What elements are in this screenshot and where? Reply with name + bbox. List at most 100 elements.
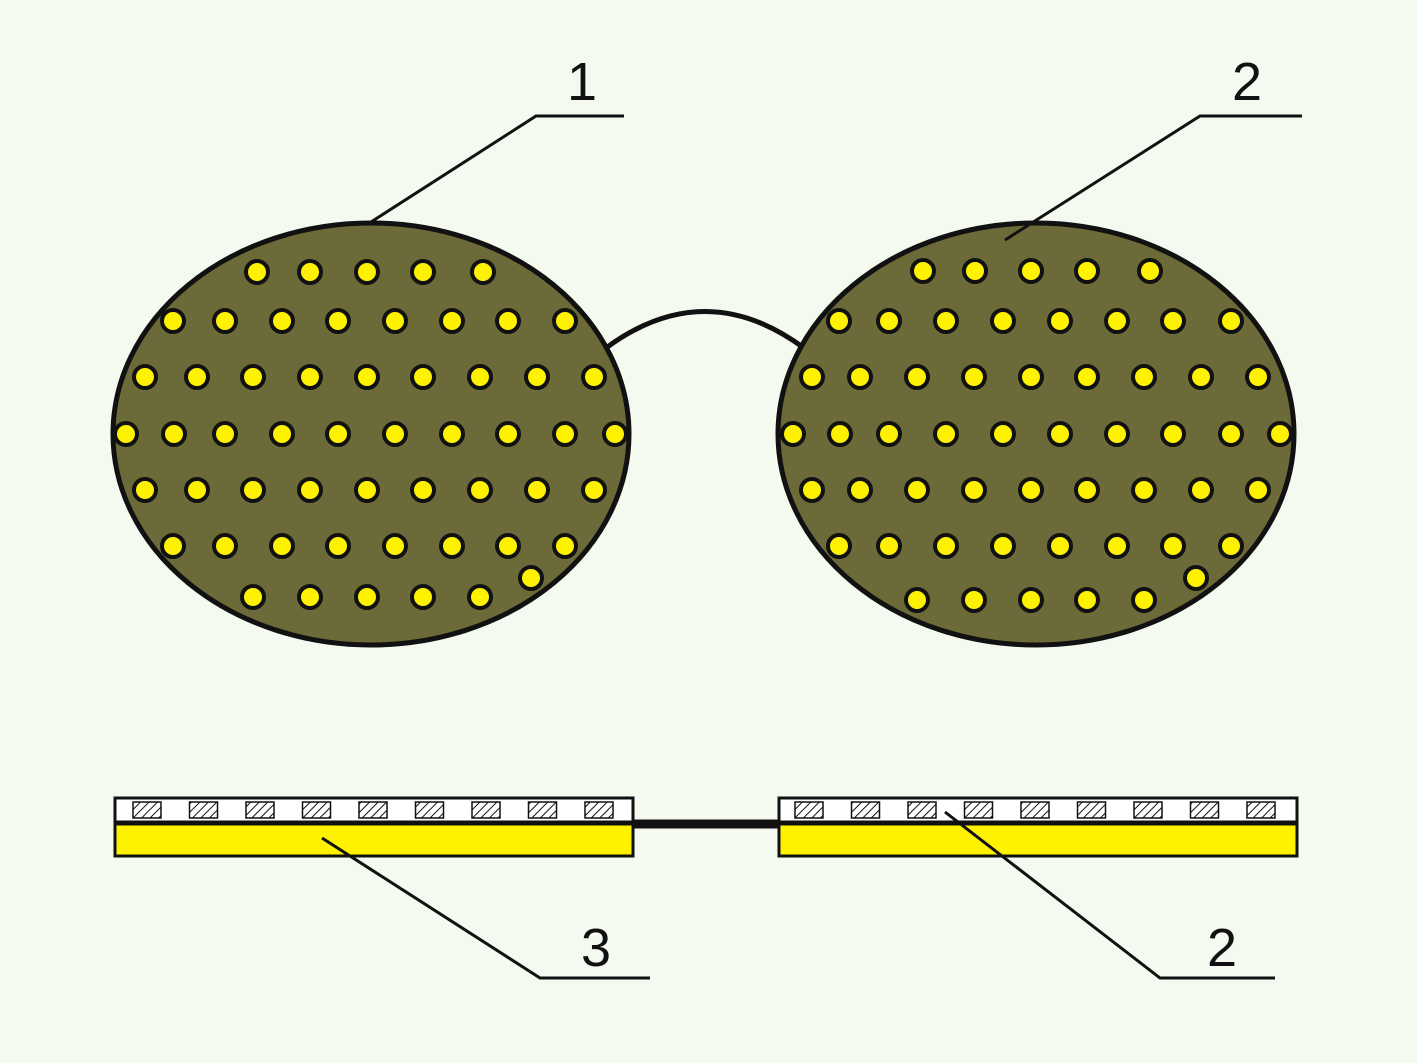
pinhole: [1018, 364, 1044, 390]
pinhole: [354, 259, 380, 285]
pinhole: [325, 308, 351, 334]
pinhole: [1218, 421, 1244, 447]
pinhole: [325, 421, 351, 447]
pinhole: [876, 533, 902, 559]
front-view: [110, 220, 1297, 648]
pinhole: [354, 364, 380, 390]
pinhole: [495, 421, 521, 447]
pinhole: [1160, 421, 1186, 447]
pinhole: [1074, 258, 1100, 284]
pinhole: [467, 584, 493, 610]
perforation: [1189, 801, 1220, 819]
pinhole: [1245, 477, 1271, 503]
pinhole: [876, 308, 902, 334]
pinhole: [212, 421, 238, 447]
pinhole: [354, 477, 380, 503]
pinhole: [1137, 258, 1163, 284]
nose-bridge: [604, 309, 806, 351]
perforation: [584, 801, 614, 819]
pinhole: [297, 364, 323, 390]
perforation: [1246, 801, 1276, 819]
callout-1: 1: [370, 52, 624, 224]
pinhole: [297, 584, 323, 610]
pinhole: [826, 533, 852, 559]
pinhole: [1267, 421, 1293, 447]
pinhole: [524, 477, 550, 503]
pinhole: [780, 421, 806, 447]
pinhole: [933, 421, 959, 447]
pinhole: [990, 421, 1016, 447]
left-plate-layer: [113, 822, 635, 858]
pinhole: [240, 364, 266, 390]
pinhole: [325, 533, 351, 559]
pinhole: [184, 364, 210, 390]
perforation: [1076, 801, 1107, 819]
perforation: [471, 801, 501, 819]
pinhole: [410, 477, 436, 503]
pinhole: [581, 477, 607, 503]
pinhole: [1047, 421, 1073, 447]
right-plate-layer: [777, 822, 1299, 858]
pinhole: [799, 477, 825, 503]
pinhole: [410, 259, 436, 285]
pinhole: [184, 477, 210, 503]
pinhole: [467, 477, 493, 503]
pinhole: [1131, 587, 1157, 613]
pinhole: [876, 421, 902, 447]
pinhole: [1245, 364, 1271, 390]
callout-3: 3: [321, 836, 650, 980]
perforation: [358, 801, 388, 819]
pinhole: [933, 308, 959, 334]
pinhole: [1018, 587, 1044, 613]
left-lens: [110, 220, 632, 648]
perforation: [245, 801, 275, 819]
pinhole: [132, 364, 158, 390]
pinhole: [382, 421, 408, 447]
pinhole: [552, 421, 578, 447]
right-film-perforations: [794, 801, 1276, 819]
callout-label: 2: [1207, 918, 1237, 978]
pinhole: [904, 477, 930, 503]
perforation: [794, 801, 824, 819]
pinhole: [269, 533, 295, 559]
pinhole: [961, 477, 987, 503]
pinhole: [244, 259, 270, 285]
pinhole: [602, 421, 628, 447]
pinhole: [933, 533, 959, 559]
pinhole: [826, 308, 852, 334]
pinhole: [1047, 533, 1073, 559]
leader-line: [321, 836, 650, 980]
pinhole: [1074, 587, 1100, 613]
pinhole: [161, 421, 187, 447]
perforation: [414, 801, 445, 819]
pinhole: [269, 421, 295, 447]
callout-label: 1: [567, 52, 597, 112]
callout-label: 2: [1232, 52, 1262, 112]
pinhole: [439, 308, 465, 334]
pinhole: [1160, 308, 1186, 334]
perforation: [301, 801, 332, 819]
pinhole: [1183, 565, 1209, 591]
pinhole: [269, 308, 295, 334]
perforation: [1020, 801, 1050, 819]
pinhole: [910, 258, 936, 284]
pinhole: [439, 533, 465, 559]
pinhole: [962, 258, 988, 284]
perforation: [527, 801, 558, 819]
pinhole: [1188, 364, 1214, 390]
pinhole: [524, 364, 550, 390]
pinhole: [1104, 533, 1130, 559]
pinhole: [904, 587, 930, 613]
pinhole: [1218, 308, 1244, 334]
pinhole: [1160, 533, 1186, 559]
pinhole: [847, 364, 873, 390]
pinhole: [961, 587, 987, 613]
pinhole: [1047, 308, 1073, 334]
perforation: [188, 801, 219, 819]
pinhole: [495, 308, 521, 334]
pinhole: [847, 477, 873, 503]
pinhole: [212, 308, 238, 334]
pinhole: [410, 364, 436, 390]
right-lens: [775, 220, 1297, 648]
